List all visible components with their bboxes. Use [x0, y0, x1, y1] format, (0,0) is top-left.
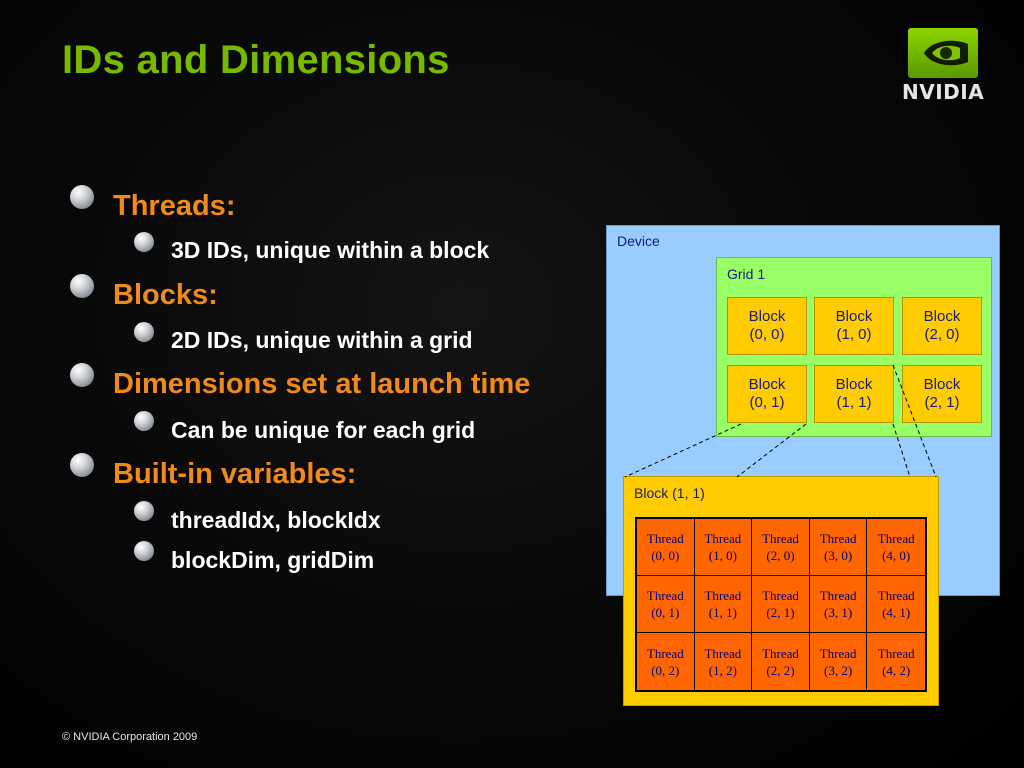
thread-label: Thread [819, 531, 857, 546]
thread-id: (0, 0) [651, 548, 680, 563]
bullet-ball-icon [70, 274, 94, 298]
block-0-1: Block (0, 1) [727, 365, 807, 423]
sub-bullet-blocks: 2D IDs, unique within a grid [171, 327, 473, 353]
block-id: (1, 1) [836, 394, 872, 411]
sub-bullet-dimensions: Can be unique for each grid [171, 417, 476, 443]
thread-label: Thread [762, 531, 799, 546]
device-label: Device [617, 233, 660, 249]
block-label: Block [835, 308, 873, 325]
thread-cell: Thread (2, 0) [752, 519, 810, 576]
bullet-builtin-variables: Built-in variables: [113, 458, 357, 490]
block-2-1: Block (2, 1) [902, 365, 982, 423]
thread-label: Thread [646, 588, 684, 603]
bullet-threads: Threads: [113, 190, 236, 222]
thread-cell: Thread(1, 2) [695, 633, 753, 690]
thread-cell: Thread(3, 2) [810, 633, 868, 690]
block-label: Block [835, 376, 873, 393]
block-1-1: Block (1, 1) [814, 365, 894, 423]
thread-cell: Thread(4, 2) [867, 633, 925, 690]
thread-id: (4, 1) [882, 605, 911, 620]
thread-id: (0, 2) [651, 662, 680, 678]
nvidia-wordmark: NVIDIA [902, 80, 985, 104]
thread-cell: Thread(2, 2) [752, 633, 810, 690]
thread-cell: Thread (2, 1) [752, 576, 810, 633]
thread-id: (3, 0) [824, 548, 853, 563]
bullet-ball-icon [70, 453, 94, 477]
bullet-ball-icon [134, 411, 154, 431]
bullet-ball-icon [134, 541, 154, 561]
thread-cell: Thread (3, 0) [809, 519, 868, 576]
thread-cell: Thread (4, 1) [867, 576, 925, 633]
thread-label: Thread [704, 588, 742, 603]
grid-label: Grid 1 [727, 266, 766, 282]
thread-label: Thread [819, 588, 857, 603]
thread-id: (4, 0) [882, 548, 911, 563]
thread-label: Thread [646, 531, 684, 546]
block-id: (2, 0) [924, 326, 960, 343]
thread-id: (0, 1) [651, 605, 680, 620]
thread-id: (3, 1) [824, 605, 853, 620]
thread-cell: Thread(0, 2) [637, 633, 695, 690]
thread-label: Thread [877, 588, 915, 603]
thread-label: Thread [762, 645, 799, 661]
thread-cell: Thread (1, 1) [694, 576, 753, 633]
block-label: Block [748, 308, 786, 325]
thread-id: (1, 1) [708, 605, 737, 620]
thread-label: Thread [704, 645, 742, 661]
nvidia-logo: NVIDIA [900, 28, 1004, 108]
thread-grid: Thread(0, 0)Thread(1, 0)Thread(2, 0)Thre… [635, 517, 927, 692]
thread-id: (3, 2) [824, 662, 853, 678]
sub-bullet-threads: 3D IDs, unique within a block [171, 237, 490, 263]
block-label: Block [748, 376, 786, 393]
sub-bullet-dim: blockDim, gridDim [171, 547, 375, 573]
bullet-ball-icon [70, 363, 94, 387]
thread-cell: Thread (3, 1) [809, 576, 868, 633]
copyright-footer: © NVIDIA Corporation 2009 [62, 731, 198, 743]
thread-id: (1, 2) [708, 662, 737, 678]
thread-id: (2, 2) [766, 662, 795, 678]
block-1-0: Block (1, 0) [814, 297, 894, 355]
thread-label: Thread [704, 531, 742, 546]
slide-title: IDs and Dimensions [62, 38, 450, 82]
block-id: (2, 1) [924, 394, 960, 411]
block-detail-box: Block (1, 1) Thread(0, 0)Thread(1, 0)Thr… [623, 476, 939, 706]
block-id: (0, 1) [749, 394, 785, 411]
thread-cell: Thread (0, 1) [637, 576, 695, 633]
block-label: Block [923, 376, 961, 393]
block-2-0: Block (2, 0) [902, 297, 982, 355]
thread-id: (4, 2) [882, 662, 911, 678]
block-label: Block [923, 308, 961, 325]
thread-id: (2, 1) [766, 605, 795, 620]
thread-cell: Thread (0, 0) [637, 519, 695, 576]
thread-label: Thread [877, 531, 915, 546]
thread-label: Thread [646, 645, 684, 661]
block-0-0: Block (0, 0) [727, 297, 807, 355]
bullet-ball-icon [134, 322, 154, 342]
thread-id: (2, 0) [766, 548, 795, 563]
block-id: (0, 0) [749, 326, 785, 343]
bullet-ball-icon [134, 232, 154, 252]
bullet-ball-icon [70, 185, 94, 209]
thread-label: Thread [762, 588, 799, 603]
thread-id: (1, 0) [708, 548, 737, 563]
nvidia-eye-icon [908, 28, 978, 78]
thread-label: Thread [819, 645, 857, 661]
bullet-dimensions: Dimensions set at launch time [113, 368, 531, 400]
bullet-ball-icon [134, 501, 154, 521]
block-detail-label: Block (1, 1) [634, 485, 705, 501]
thread-cell: Thread (4, 0) [867, 519, 925, 576]
grid-box: Grid 1 Block (0, 0) Block (1, 0) Block (… [716, 257, 992, 437]
bullet-blocks: Blocks: [113, 279, 218, 311]
sub-bullet-thread-block-idx: threadIdx, blockIdx [171, 507, 381, 533]
thread-cell: Thread (1, 0) [694, 519, 753, 576]
thread-label: Thread [877, 645, 915, 661]
block-id: (1, 0) [836, 326, 872, 343]
